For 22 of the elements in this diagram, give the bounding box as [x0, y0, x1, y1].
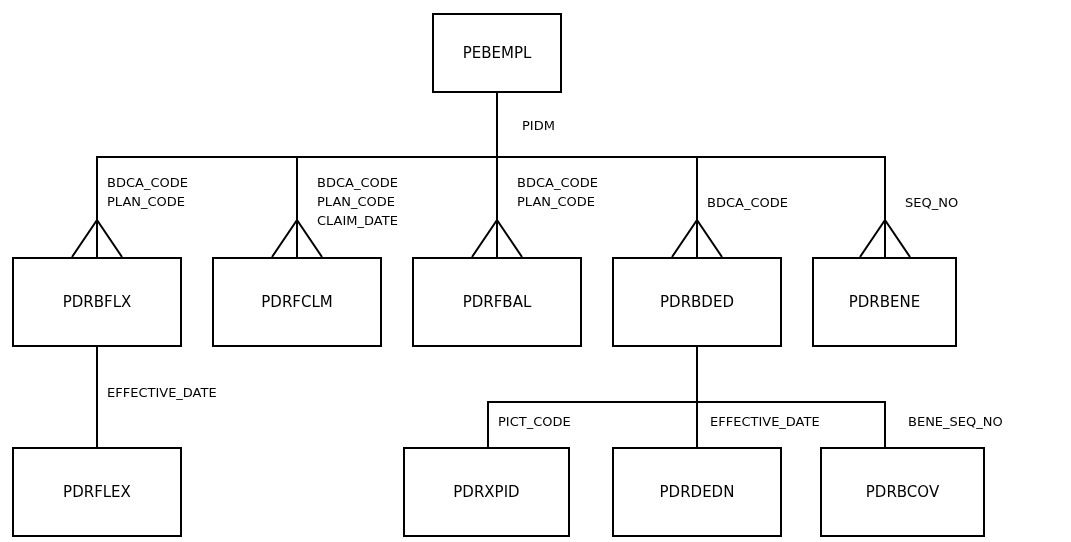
table-box: [820, 447, 985, 537]
table-name: PDRFBAL: [462, 293, 532, 311]
table-box: [12, 257, 182, 347]
table-box: [403, 447, 570, 537]
table-name: PDRDEDN: [659, 483, 735, 501]
table-box: [212, 257, 382, 347]
table-name: PDRBCOV: [865, 483, 940, 501]
table-name: PDRXPID: [453, 483, 520, 501]
table-name: PEBEMPL: [462, 44, 532, 62]
table-name: PDRFCLM: [261, 293, 333, 311]
connector-line: [96, 346, 98, 448]
table-box: [12, 447, 182, 537]
table-box: [412, 257, 582, 347]
table-box: [812, 257, 957, 347]
table-name: PDRBFLX: [62, 293, 132, 311]
connector-line: [696, 346, 886, 448]
table-name: PDRFLEX: [63, 483, 131, 501]
table-name: PDRBENE: [848, 293, 921, 311]
table-name: PDRBDED: [660, 293, 734, 311]
table-box: [612, 447, 782, 537]
table-box: [612, 257, 782, 347]
table-box: [432, 13, 562, 93]
